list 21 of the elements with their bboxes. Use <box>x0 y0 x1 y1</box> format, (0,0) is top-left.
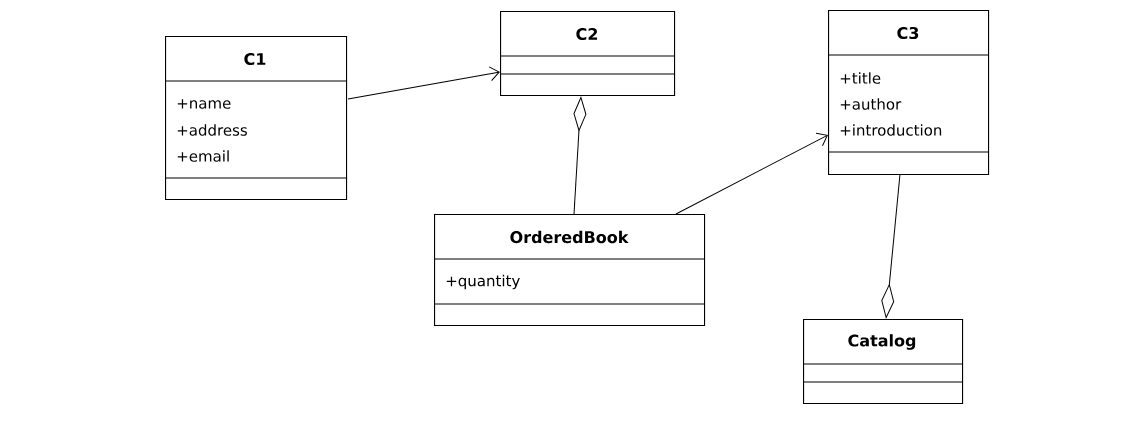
class-box <box>802 319 964 405</box>
attribute: +author <box>840 98 902 110</box>
attribute: +name <box>177 99 231 109</box>
aggregation-line <box>573 96 587 215</box>
class-name: C1 <box>244 52 266 66</box>
class-name: Catalog <box>848 334 916 350</box>
association-arrow <box>347 66 500 100</box>
attribute: +introduction <box>840 124 942 136</box>
attribute: +quantity <box>446 274 520 290</box>
class-name: OrderedBook <box>510 230 629 244</box>
association-arrow <box>675 132 828 215</box>
attribute: +address <box>177 124 247 136</box>
class-box <box>827 10 990 176</box>
class-box <box>164 36 348 201</box>
class-name: C3 <box>897 26 919 40</box>
aggregation-line <box>881 173 901 319</box>
class-name: C2 <box>576 27 598 41</box>
attribute: +email <box>177 150 229 162</box>
attribute: +title <box>840 72 881 84</box>
class-box <box>433 214 706 327</box>
class-box <box>499 11 676 97</box>
